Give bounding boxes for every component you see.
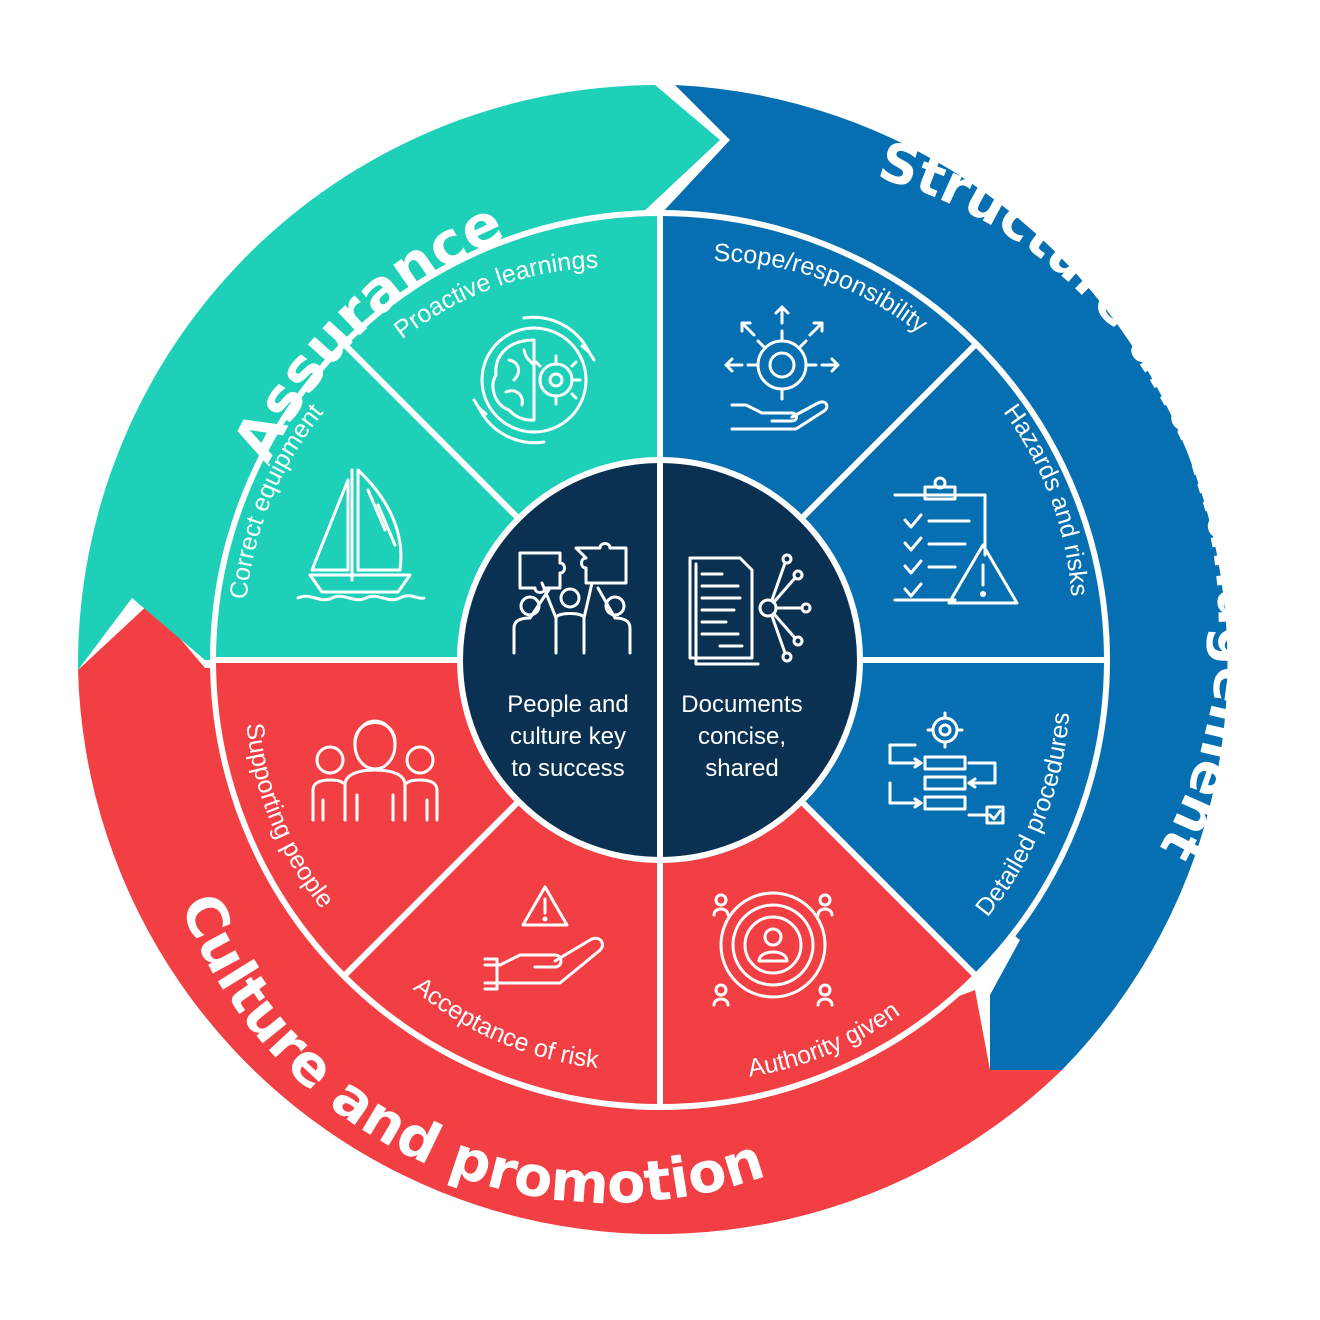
brain-gear-icon — [472, 315, 596, 445]
center-right-line-2: concise, — [698, 723, 786, 750]
sector-structure — [660, 214, 1106, 975]
target-person-icon — [712, 891, 834, 1007]
center-right-line-3: shared — [705, 755, 778, 782]
hand-warning-icon — [483, 885, 604, 991]
center-left-line-1: People and — [507, 691, 628, 718]
process-flow-icon — [888, 711, 1005, 825]
gear-hand-arrows-icon — [724, 305, 840, 431]
center-right-line-1: Documents — [681, 691, 802, 718]
center-left-text: People and culture key to success — [507, 691, 628, 782]
group-people-icon — [311, 719, 439, 822]
clipboard-warning-icon — [893, 476, 1019, 605]
sailboat-icon — [296, 468, 426, 602]
center-hub — [457, 457, 863, 863]
puzzle-team-icon — [512, 542, 632, 655]
center-right-text: Documents concise, shared — [681, 691, 802, 782]
center-left-line-2: culture key — [510, 723, 626, 750]
center-left-line-3: to success — [511, 755, 624, 782]
document-network-icon — [688, 553, 812, 666]
